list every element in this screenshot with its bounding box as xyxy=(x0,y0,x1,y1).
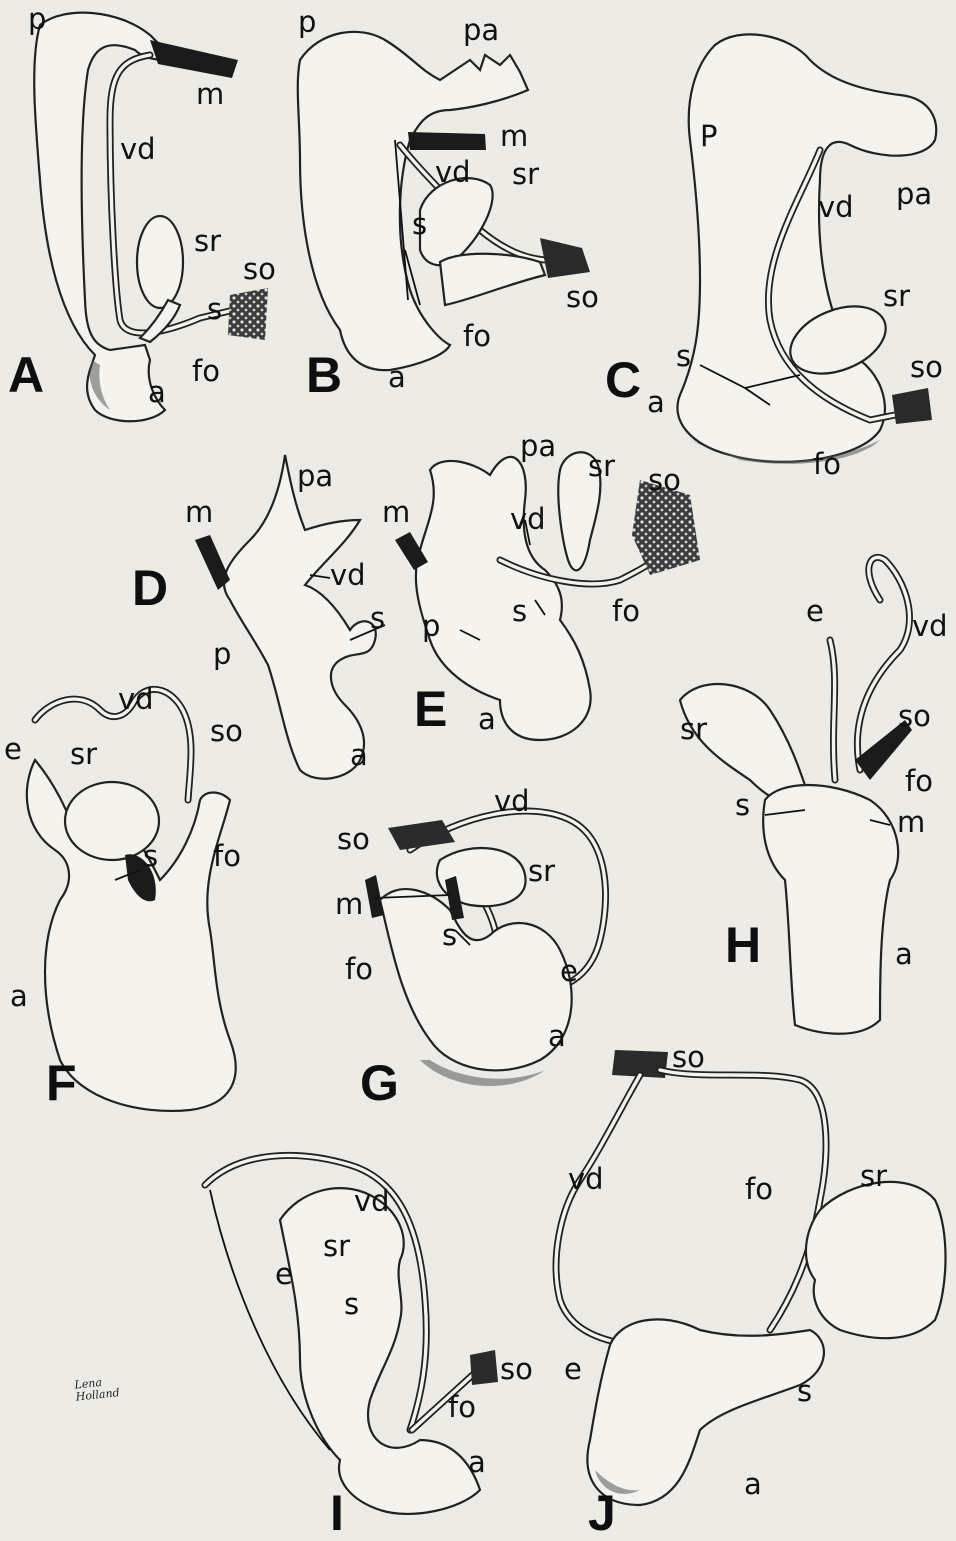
label-j-fo: fo xyxy=(745,1175,773,1204)
label-d-a: a xyxy=(350,741,368,770)
label-f-fo: fo xyxy=(213,842,241,871)
label-i-vd: vd xyxy=(354,1187,390,1216)
label-a-so: so xyxy=(243,255,276,284)
label-i-a: a xyxy=(468,1448,486,1477)
label-j-a: a xyxy=(744,1470,762,1499)
drawing-i xyxy=(205,1155,498,1513)
label-g-so: so xyxy=(337,825,370,854)
label-e-p: p xyxy=(422,612,440,641)
label-a-a: a xyxy=(148,378,166,407)
label-c-sr: sr xyxy=(883,282,910,311)
label-h-so: so xyxy=(898,702,931,731)
label-f-vd: vd xyxy=(118,685,154,714)
label-h-s: s xyxy=(735,791,750,820)
label-d-s: s xyxy=(370,604,385,633)
label-a-s: s xyxy=(207,295,222,324)
panel-letter-c: C xyxy=(605,355,641,405)
label-h-vd: vd xyxy=(912,612,948,641)
label-a-sr: sr xyxy=(194,227,221,256)
label-a-vd: vd xyxy=(120,135,156,164)
panel-letter-i: I xyxy=(330,1488,344,1538)
label-f-e: e xyxy=(4,735,22,764)
drawing-j xyxy=(556,1050,945,1505)
label-d-vd: vd xyxy=(330,561,366,590)
label-d-m: m xyxy=(185,498,213,527)
label-b-p: p xyxy=(298,8,316,37)
label-i-fo: fo xyxy=(448,1393,476,1422)
label-b-sr: sr xyxy=(512,160,539,189)
label-b-vd: vd xyxy=(435,158,471,187)
panel-letter-j: J xyxy=(588,1488,616,1538)
drawing-c xyxy=(677,34,936,464)
label-f-s: s xyxy=(143,842,158,871)
drawing-b xyxy=(298,32,590,370)
label-a-m: m xyxy=(196,80,224,109)
panel-letter-d: D xyxy=(132,563,168,613)
label-f-a: a xyxy=(10,982,28,1011)
drawing-g xyxy=(365,811,606,1086)
label-g-s: s xyxy=(442,921,457,950)
label-c-s: s xyxy=(676,342,691,371)
label-a-fo: fo xyxy=(192,357,220,386)
label-j-sr: sr xyxy=(860,1162,887,1191)
label-b-pa: pa xyxy=(463,16,499,45)
label-i-e: e xyxy=(275,1260,293,1289)
label-f-sr: sr xyxy=(70,740,97,769)
drawing-h xyxy=(680,557,912,1033)
label-d-pa: pa xyxy=(297,462,333,491)
label-c-so: so xyxy=(910,353,943,382)
label-b-so: so xyxy=(566,283,599,312)
label-h-fo: fo xyxy=(905,767,933,796)
panel-letter-f: F xyxy=(46,1058,77,1108)
label-h-m: m xyxy=(897,808,925,837)
label-b-m: m xyxy=(500,122,528,151)
label-e-pa: pa xyxy=(520,432,556,461)
label-g-fo: fo xyxy=(345,955,373,984)
label-i-s: s xyxy=(344,1290,359,1319)
label-a-p: p xyxy=(28,5,46,34)
label-c-p: P xyxy=(700,122,718,151)
label-i-sr: sr xyxy=(323,1232,350,1261)
label-e-vd: vd xyxy=(510,505,546,534)
label-i-so: so xyxy=(500,1355,533,1384)
label-b-a: a xyxy=(388,363,406,392)
label-c-pa: pa xyxy=(896,180,932,209)
label-c-a: a xyxy=(647,388,665,417)
panel-letter-g: G xyxy=(360,1058,399,1108)
label-e-sr: sr xyxy=(588,452,615,481)
label-g-sr: sr xyxy=(528,857,555,886)
label-j-s: s xyxy=(797,1377,812,1406)
label-g-e: e xyxy=(560,957,578,986)
label-h-e: e xyxy=(806,597,824,626)
drawing-a xyxy=(34,13,268,422)
label-e-so: so xyxy=(648,466,681,495)
label-e-s: s xyxy=(512,597,527,626)
label-e-a: a xyxy=(478,705,496,734)
label-c-fo: fo xyxy=(813,450,841,479)
label-g-vd: vd xyxy=(494,787,530,816)
label-d-p: p xyxy=(213,640,231,669)
label-f-so: so xyxy=(210,717,243,746)
label-g-a: a xyxy=(548,1022,566,1051)
label-b-s: s xyxy=(412,210,427,239)
label-e-m: m xyxy=(382,498,410,527)
label-c-vd: vd xyxy=(818,193,854,222)
label-h-a: a xyxy=(895,940,913,969)
drawing-f xyxy=(27,689,236,1111)
panel-letter-a: A xyxy=(8,350,44,400)
label-b-fo: fo xyxy=(463,322,491,351)
panel-letter-h: H xyxy=(725,920,761,970)
label-j-vd: vd xyxy=(568,1165,604,1194)
label-h-sr: sr xyxy=(680,715,707,744)
label-e-fo: fo xyxy=(612,597,640,626)
label-j-so: so xyxy=(672,1043,705,1072)
label-j-e: e xyxy=(564,1355,582,1384)
panel-letter-b: B xyxy=(306,350,342,400)
label-g-m: m xyxy=(335,890,363,919)
panel-letter-e: E xyxy=(414,684,447,734)
